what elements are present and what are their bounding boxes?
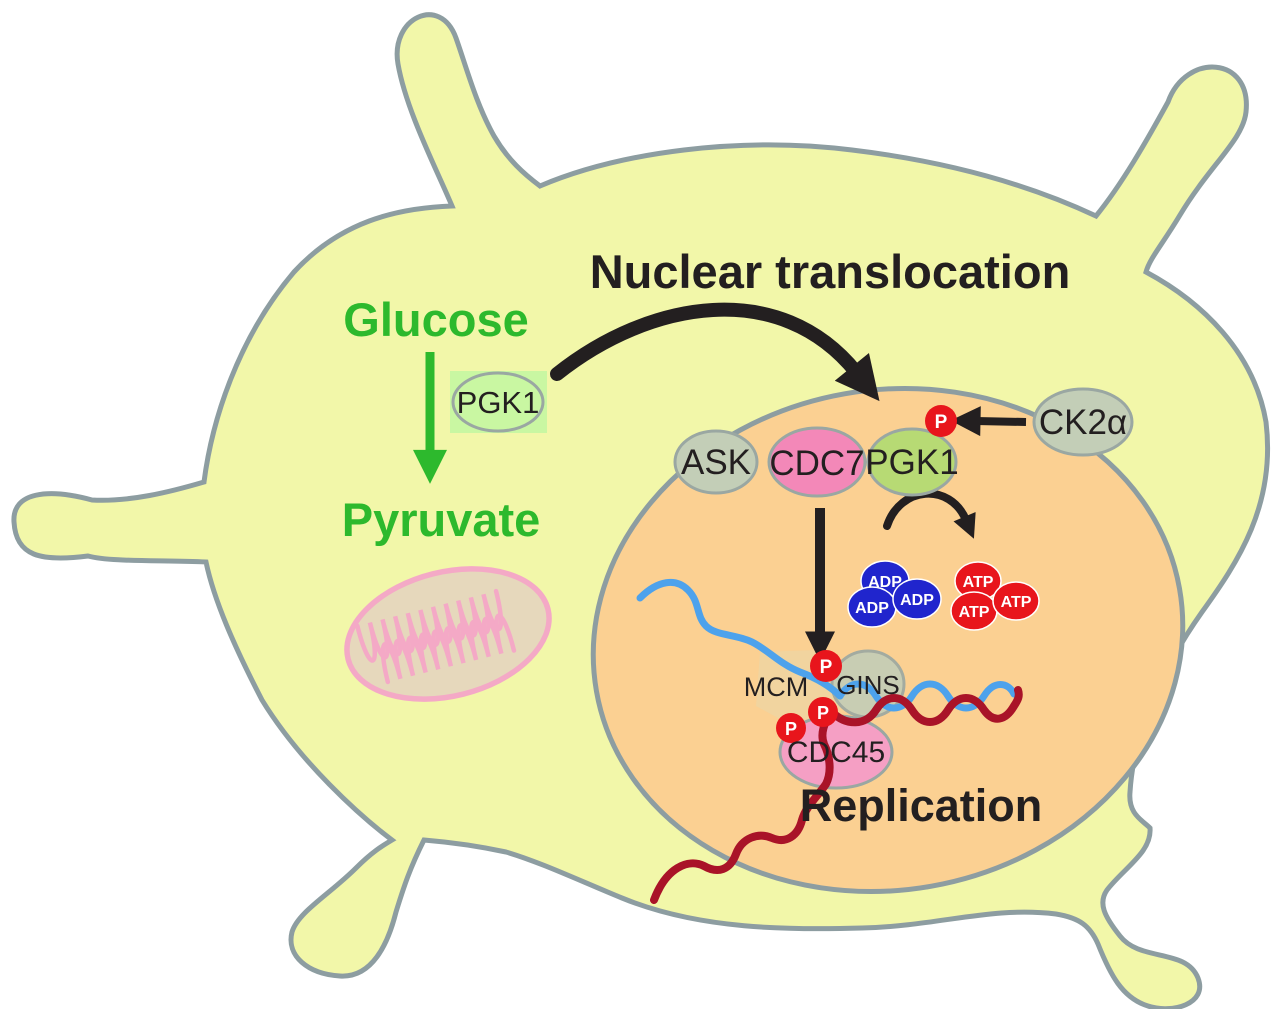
adp-molecule: ADP [847,586,897,628]
atp-label: ATP [959,604,990,621]
dna-helix-red [828,686,1023,727]
page-title: Nuclear translocation [590,245,1071,298]
pgk1-nuclear-label: PGK1 [865,443,958,482]
phospho-label: P [817,703,829,723]
pgk1-cytoplasm-label: PGK1 [457,385,540,420]
phospho-label: P [935,412,948,433]
ck2a-oval [1032,387,1134,457]
glucose-label: Glucose [343,293,528,346]
phospho-badge: P [808,697,838,727]
ask-oval [673,429,759,495]
dna-lagging-strand [650,708,836,904]
atp-label: ATP [1001,594,1032,611]
mitochondrion-icon [344,566,552,702]
adp-label: ADP [900,592,934,609]
pgk1-cytoplasm-badge: PGK1 [450,371,547,433]
phospho-label: P [785,719,797,739]
cdc7-label: CDC7 [769,444,864,483]
phospho-badge: P [810,650,842,682]
cdc45-label: CDC45 [787,736,885,769]
ck2a-label: CK2α [1039,403,1127,442]
phospho-badge: P [925,405,957,437]
pyruvate-label: Pyruvate [342,493,541,546]
cdc7-oval [767,426,867,498]
pgk1-nuclear-oval [866,427,958,497]
atp-label: ATP [963,574,994,591]
atp-molecule: ATP [954,561,1002,601]
replication-label: Replication [800,780,1043,831]
adp-molecule: ADP [892,578,942,620]
phospho-badge: P [776,713,806,743]
nuclear-translocation-arrow [550,302,880,402]
atp-molecule: ATP [950,591,998,631]
gins-label: GINS [836,670,900,700]
dna-helix-blue [836,680,1018,712]
phospho-label: P [820,657,833,678]
adp-label: ADP [855,600,889,617]
dna-leading-strand [636,579,844,700]
ck2a-phosphorylation-arrow [950,406,1027,437]
mcm-label: MCM [744,672,808,702]
atp-molecule: ATP [992,581,1040,621]
ask-label: ASK [681,443,751,482]
